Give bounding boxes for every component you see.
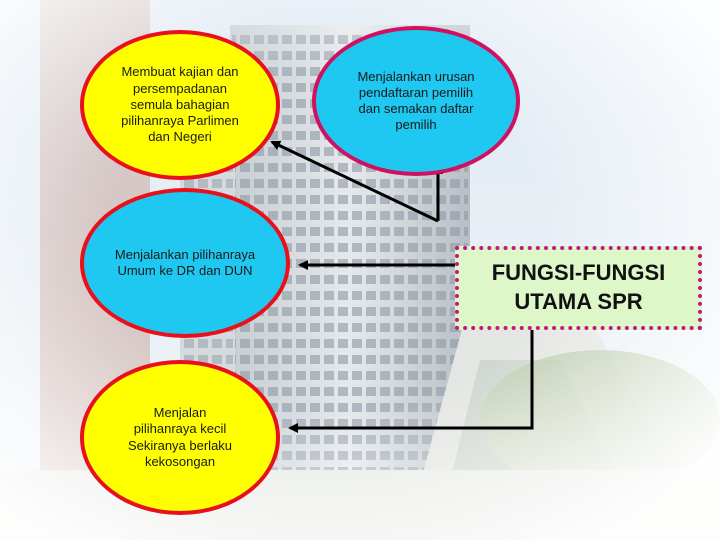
node-label: Membuat kajian dan persempadanan semula … [121,64,239,145]
node-pendaftaran-pemilih: Menjalankan urusan pendaftaran pemilih d… [312,26,520,176]
node-pilihanraya-umum: Menjalankan pilihanraya Umum ke DR dan D… [80,188,290,338]
node-pilihanraya-kecil: Menjalan pilihanraya kecil Sekiranya ber… [80,360,280,515]
node-label: Menjalankan urusan pendaftaran pemilih d… [357,68,475,133]
arrow-to-e3 [288,330,534,433]
node-label: Menjalankan pilihanraya Umum ke DR dan D… [114,246,256,278]
node-label: Menjalan pilihanraya kecil Sekiranya ber… [127,405,233,469]
diagram-title: FUNGSI-FUNGSI UTAMA SPR [455,246,702,330]
arrow-to-e1 [270,140,439,223]
node-kajian-persempadanan: Membuat kajian dan persempadanan semula … [80,30,280,180]
